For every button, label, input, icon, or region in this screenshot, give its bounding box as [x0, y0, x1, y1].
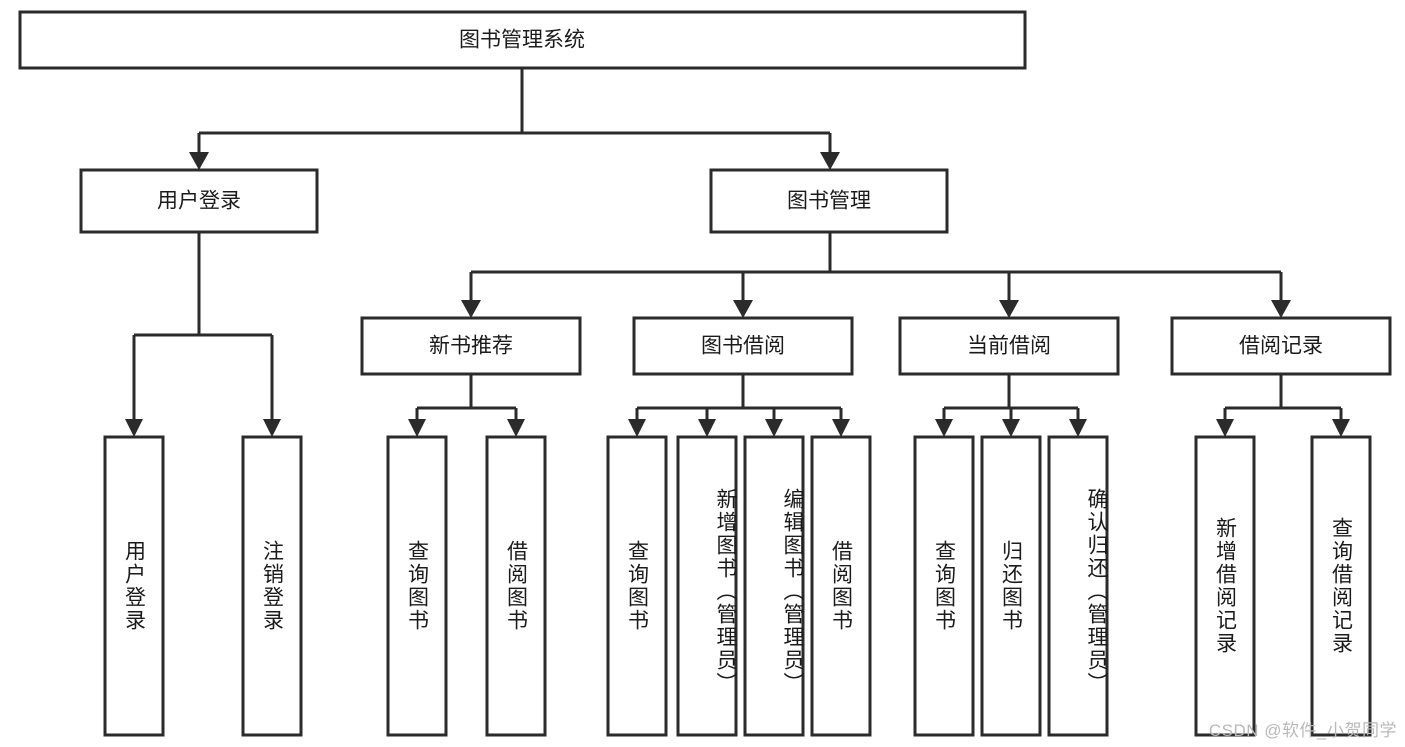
leaf-box-return-book[interactable]: [980, 435, 1042, 737]
leaf-box-borrow-book-bw[interactable]: [810, 435, 872, 737]
node-root[interactable]: 图书管理系统: [18, 10, 1027, 70]
node-book-management-box[interactable]: [709, 168, 949, 234]
node-user-login[interactable]: 用户登录: [79, 168, 319, 234]
node-book-management-label: 图书管理: [787, 190, 871, 213]
arrowhead-new-books: [461, 300, 481, 318]
leaf-box-query-book-nb[interactable]: [386, 435, 448, 737]
connector-group-borrow: [628, 374, 850, 437]
leaf-box-user-login[interactable]: [103, 435, 165, 737]
node-book-borrow[interactable]: 图书借阅: [632, 316, 854, 376]
leaf-box-logout[interactable]: [241, 435, 303, 737]
arrowhead-leaf-user-login: [125, 419, 143, 437]
node-current-borrow-box[interactable]: [898, 316, 1120, 376]
node-borrow-record-label: 借阅记录: [1239, 335, 1323, 358]
arrowhead-br-leaf1: [1216, 419, 1234, 437]
arrowhead-user-login: [189, 152, 209, 170]
arrowhead-borrow: [733, 300, 753, 318]
connector-group-new-books: [408, 374, 525, 437]
leaf-box-add-book-admin[interactable]: [676, 435, 738, 737]
connector-group-root: [189, 68, 840, 170]
leaf-box-query-book-bw[interactable]: [606, 435, 668, 737]
connector-group-borrow-record: [1216, 374, 1350, 437]
connector-group-current-borrow: [935, 374, 1087, 437]
node-root-label: 图书管理系统: [459, 29, 585, 52]
node-borrow-record[interactable]: 借阅记录: [1170, 316, 1392, 376]
arrowhead-nb-leaf1: [408, 419, 426, 437]
arrowhead-cb-leaf3: [1069, 419, 1087, 437]
node-new-book-recommend-label: 新书推荐: [429, 335, 513, 358]
node-book-management[interactable]: 图书管理: [709, 168, 949, 234]
arrowhead-cb-leaf1: [935, 419, 953, 437]
arrowhead-leaf-logout: [263, 419, 281, 437]
arrowhead-cb-leaf2: [1002, 419, 1020, 437]
node-current-borrow-label: 当前借阅: [967, 335, 1051, 358]
node-user-login-label: 用户登录: [157, 190, 241, 213]
arrowhead-bw-leaf1: [628, 419, 646, 437]
node-new-book-recommend[interactable]: 新书推荐: [360, 316, 582, 376]
node-current-borrow[interactable]: 当前借阅: [898, 316, 1120, 376]
arrowhead-bw-leaf2: [698, 419, 716, 437]
leaf-box-edit-book-admin[interactable]: [743, 435, 805, 737]
leaf-box-add-borrow-record[interactable]: [1194, 435, 1256, 737]
arrowhead-bw-leaf3: [765, 419, 783, 437]
leaf-box-borrow-book-nb[interactable]: [485, 435, 547, 737]
connector-group-user-login: [125, 232, 281, 437]
leaf-box-query-borrow-record[interactable]: [1310, 435, 1372, 737]
node-root-box[interactable]: [18, 10, 1027, 70]
node-book-borrow-label: 图书借阅: [701, 335, 785, 358]
arrowhead-book-mgmt: [820, 152, 840, 170]
leaf-box-query-book-cb[interactable]: [913, 435, 975, 737]
arrowhead-borrow-record: [1271, 300, 1291, 318]
node-user-login-box[interactable]: [79, 168, 319, 234]
arrowhead-nb-leaf2: [507, 419, 525, 437]
csdn-watermark: CSDN @软件_小贺同学: [1208, 721, 1397, 740]
node-borrow-record-box[interactable]: [1170, 316, 1392, 376]
node-new-book-recommend-box[interactable]: [360, 316, 582, 376]
arrowhead-bw-leaf4: [832, 419, 850, 437]
connector-group-book-mgmt: [461, 232, 1291, 318]
arrowhead-current-borrow: [999, 300, 1019, 318]
arrowhead-br-leaf2: [1332, 419, 1350, 437]
node-book-borrow-box[interactable]: [632, 316, 854, 376]
leaf-box-confirm-return-admin[interactable]: [1047, 435, 1109, 737]
